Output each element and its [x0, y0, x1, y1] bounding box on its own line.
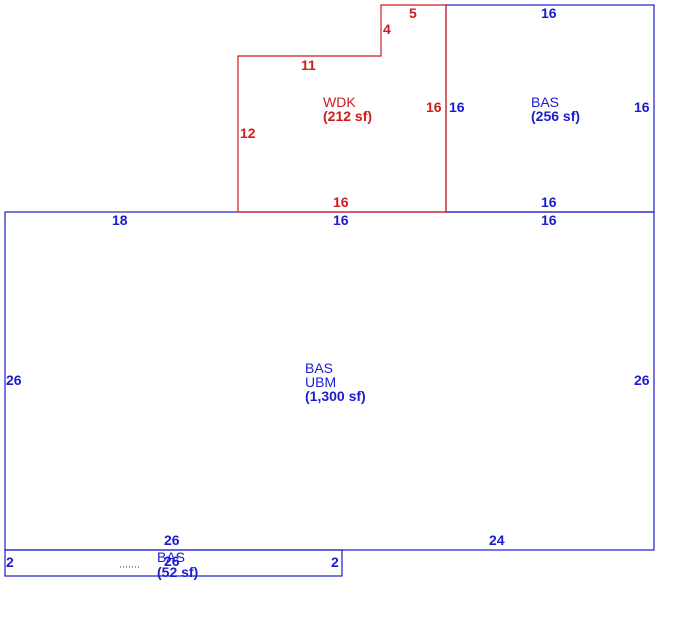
- bas-upper-dim-bottom: 16: [541, 194, 557, 210]
- wdk-dim-top: 11: [301, 57, 316, 73]
- bas-main-area-label: (1,300 sf): [305, 388, 366, 404]
- wdk-code-label: WDK: [323, 94, 356, 110]
- bas-upper-code-label: BAS: [531, 94, 559, 110]
- lower-dim-left: 2: [6, 554, 14, 570]
- bas-lower-outline: [4, 549, 343, 577]
- main-dim-bottom-left: 26: [164, 532, 180, 548]
- main-dim-top-left: 18: [112, 212, 128, 228]
- bas-upper-area-label: (256 sf): [531, 108, 580, 124]
- main-dim-left: 26: [6, 372, 22, 388]
- main-dim-right: 26: [634, 372, 650, 388]
- bas-lower-overlap-dim: 26: [164, 553, 180, 569]
- wdk-area-label: (212 sf): [323, 108, 372, 124]
- wdk-dim-left: 12: [240, 125, 256, 141]
- wdk-dim-right: 16: [426, 99, 442, 115]
- main-dim-top-mid: 16: [333, 212, 349, 228]
- bas-main-code-label: BAS: [305, 360, 333, 376]
- bas-lower-area-label: (52 sf): [157, 564, 198, 580]
- main-dim-top-right: 16: [541, 212, 557, 228]
- bas-upper-dim-right: 16: [634, 99, 650, 115]
- bas-main-code2-label: UBM: [305, 374, 336, 390]
- bas-upper-dim-top: 16: [541, 5, 557, 21]
- wdk-dim-bottom: 16: [333, 194, 349, 210]
- wdk-outline: [237, 4, 447, 213]
- lower-dim-right: 2: [331, 554, 339, 570]
- wdk-dim-step-side: 4: [383, 21, 391, 37]
- main-dim-bottom-right: 24: [489, 532, 505, 548]
- bas-upper-dim-left: 16: [449, 99, 465, 115]
- bas-lower-code-label: BAS: [157, 549, 185, 565]
- wdk-dim-top-step: 5: [409, 5, 417, 21]
